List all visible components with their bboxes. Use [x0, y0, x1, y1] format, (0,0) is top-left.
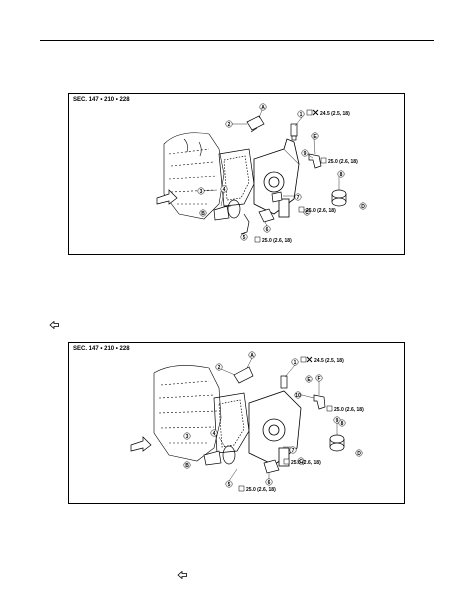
engine-block — [153, 365, 222, 462]
callout-5: 5 — [228, 482, 231, 488]
callout-6: 6 — [268, 480, 271, 486]
torque-mid: 25.0 (2.6, 18) — [328, 159, 358, 165]
callout-8: 8 — [340, 172, 343, 178]
torque-icons — [254, 109, 327, 243]
callout-text: A 2 1 E 9 8 7 4 B 5 6 3 C D — [200, 105, 366, 241]
callout-E: E — [313, 134, 317, 140]
front-arrow-icon — [156, 189, 178, 205]
callout-7: 7 — [297, 195, 300, 201]
part-10-elbow — [313, 394, 326, 410]
front-arrow-icon — [130, 436, 152, 452]
callout-7: 7 — [292, 448, 295, 454]
callout-6: 6 — [266, 227, 269, 233]
torque-top: 24.5 (2.5, 18) — [320, 111, 350, 117]
leader-lines — [218, 357, 338, 482]
section-label: SEC. 147 • 210 • 228 — [73, 346, 130, 352]
part-1-sensor — [280, 375, 288, 389]
callout-B: B — [201, 211, 205, 217]
water-outlet — [253, 138, 300, 218]
callout-1: 1 — [294, 360, 297, 366]
torque-low: 25.0 (2.6, 18) — [306, 208, 336, 214]
part-7 — [271, 191, 283, 203]
callout-1: 1 — [300, 112, 303, 118]
callout-B: B — [185, 463, 189, 469]
callout-D: D — [357, 451, 361, 457]
part-8-thermostat — [331, 189, 347, 207]
engine-block — [163, 132, 225, 220]
part-5-bracket — [240, 213, 250, 235]
callout-A: A — [261, 105, 265, 111]
torque-low: 25.0 (2.6, 18) — [291, 460, 321, 466]
callout-9: 9 — [304, 151, 307, 157]
part-B-cap — [213, 205, 230, 221]
callout-4: 4 — [223, 187, 226, 193]
callout-A: A — [250, 353, 254, 359]
part-1-sensor — [290, 123, 298, 141]
torque-mid: 25.0 (2.6, 18) — [334, 407, 364, 413]
callout-10: 10 — [295, 393, 301, 399]
callout-D: D — [361, 204, 365, 210]
header-rule — [40, 40, 434, 41]
part-6 — [258, 208, 275, 223]
torque-icons — [238, 356, 333, 492]
callout-E: E — [307, 377, 311, 383]
callout-text: A 2 1 F 10 9 7 4 B 5 6 3 C D 8 E — [185, 353, 361, 488]
gasket — [213, 392, 250, 454]
left-arrow-icon[interactable] — [177, 566, 187, 580]
left-arrow-icon[interactable] — [49, 316, 59, 330]
part-2-hose — [246, 115, 265, 133]
callout-2: 2 — [218, 365, 221, 371]
gasket — [218, 148, 255, 207]
callout-markers — [183, 351, 363, 488]
callout-9: 9 — [336, 418, 339, 424]
callout-8: 8 — [341, 421, 344, 427]
water-outlet-exploded-view: A 2 1 E 9 8 7 4 B 5 6 3 C D 24.5 (2.5, 1… — [156, 103, 367, 244]
callout-5: 5 — [243, 235, 246, 241]
exploded-diagram-1: SEC. 147 • 210 • 228 — [68, 93, 405, 255]
exploded-diagram-2: SEC. 147 • 210 • 228 — [68, 342, 405, 504]
callout-2: 2 — [228, 122, 231, 128]
part-4-gasket — [222, 445, 236, 465]
callout-F: F — [317, 376, 320, 382]
callout-markers — [197, 103, 367, 241]
section-label: SEC. 147 • 210 • 228 — [73, 97, 130, 103]
callout-4: 4 — [213, 431, 216, 437]
part-2-hose — [233, 366, 254, 384]
callout-C: C — [305, 210, 309, 216]
water-outlet — [248, 390, 302, 467]
torque-bottom: 25.0 (2.6, 18) — [262, 238, 292, 244]
part-8-thermostat — [329, 434, 345, 452]
callout-3: 3 — [200, 189, 203, 195]
part-4-gasket — [227, 199, 241, 219]
torque-bottom: 25.0 (2.6, 18) — [246, 487, 276, 493]
part-B-cap — [203, 450, 222, 466]
callout-C: C — [299, 459, 303, 465]
torque-top: 24.5 (2.5, 18) — [314, 358, 344, 364]
part-6 — [263, 459, 280, 474]
water-outlet-exploded-view-2: A 2 1 F 10 9 7 4 B 5 6 3 C D 8 E 24.5 (2… — [130, 351, 364, 493]
part-9-elbow — [308, 153, 322, 169]
callout-3: 3 — [186, 434, 189, 440]
